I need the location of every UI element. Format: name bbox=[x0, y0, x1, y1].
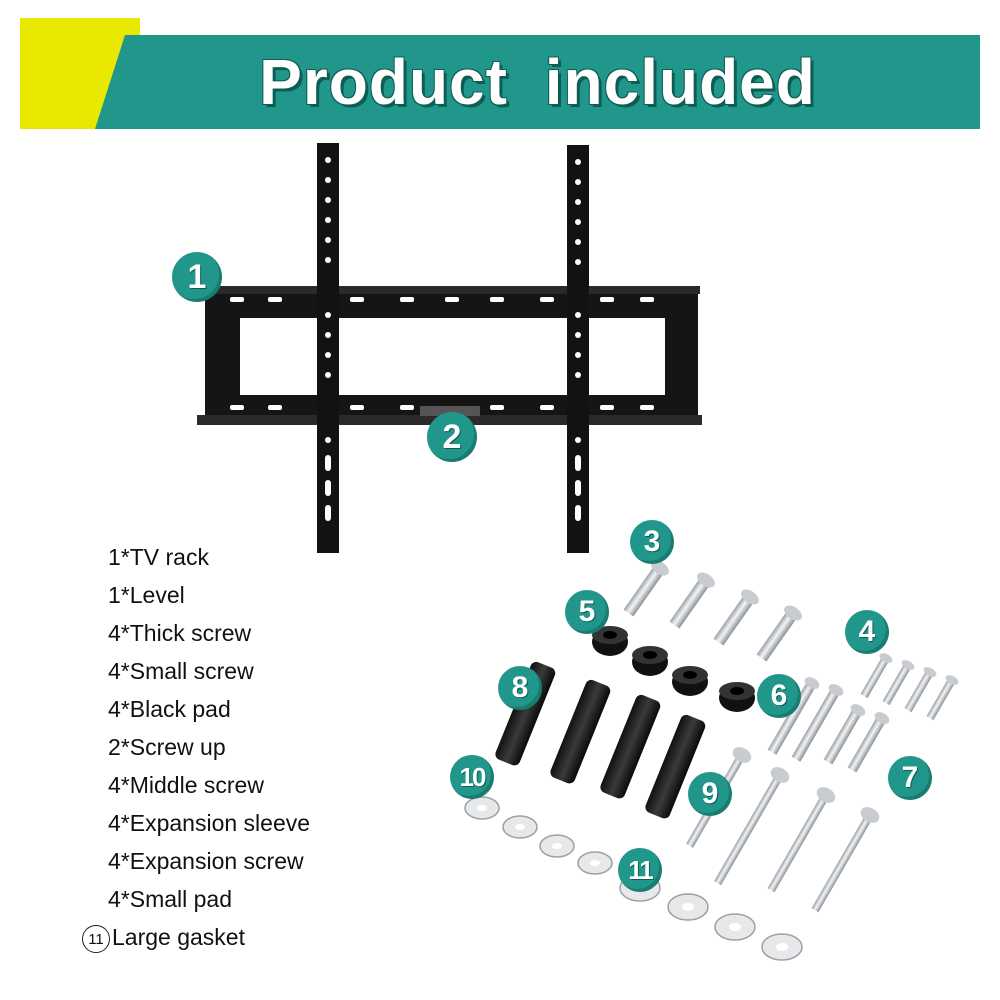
badge-3: 3 bbox=[630, 520, 674, 564]
list-item: 4*Black pad bbox=[108, 696, 231, 722]
level bbox=[420, 406, 480, 416]
banner-background bbox=[95, 35, 980, 129]
list-item-label: Large gasket bbox=[112, 924, 245, 950]
badge-6: 6 bbox=[757, 674, 801, 718]
badge-1: 1 bbox=[172, 252, 222, 302]
list-item: 1*Level bbox=[108, 582, 185, 608]
tv-rack bbox=[190, 143, 702, 553]
badge-5: 5 bbox=[565, 590, 609, 634]
badge-10: 10 bbox=[450, 755, 494, 799]
badge-2: 2 bbox=[427, 412, 477, 462]
badge-8: 8 bbox=[498, 666, 542, 710]
list-item: 4*Middle screw bbox=[108, 772, 264, 798]
thick-screws bbox=[623, 560, 802, 662]
list-item: 4*Small pad bbox=[108, 886, 233, 912]
list-item: 4*Small screw bbox=[108, 658, 254, 684]
badge-9: 9 bbox=[688, 772, 732, 816]
list-item: 4*Thick screw bbox=[108, 620, 252, 646]
page-title: Product included bbox=[259, 46, 816, 118]
badge-4: 4 bbox=[845, 610, 889, 654]
list-item: 4*Expansion sleeve bbox=[108, 810, 311, 836]
badge-7: 7 bbox=[888, 756, 932, 800]
badge-11: 11 bbox=[618, 848, 662, 892]
middle-screws bbox=[767, 677, 890, 773]
black-pads bbox=[592, 626, 755, 712]
list-item: 4*Expansion screw bbox=[108, 848, 304, 874]
small-screws bbox=[860, 653, 959, 721]
list-item: 2*Screw up bbox=[108, 734, 226, 760]
circled-number: 11 bbox=[82, 924, 110, 953]
small-pads bbox=[464, 796, 613, 875]
list-item: 1*TV rack bbox=[108, 544, 209, 570]
included-items-list: 1*TV rack 1*Level 4*Thick screw 4*Small … bbox=[82, 538, 310, 956]
